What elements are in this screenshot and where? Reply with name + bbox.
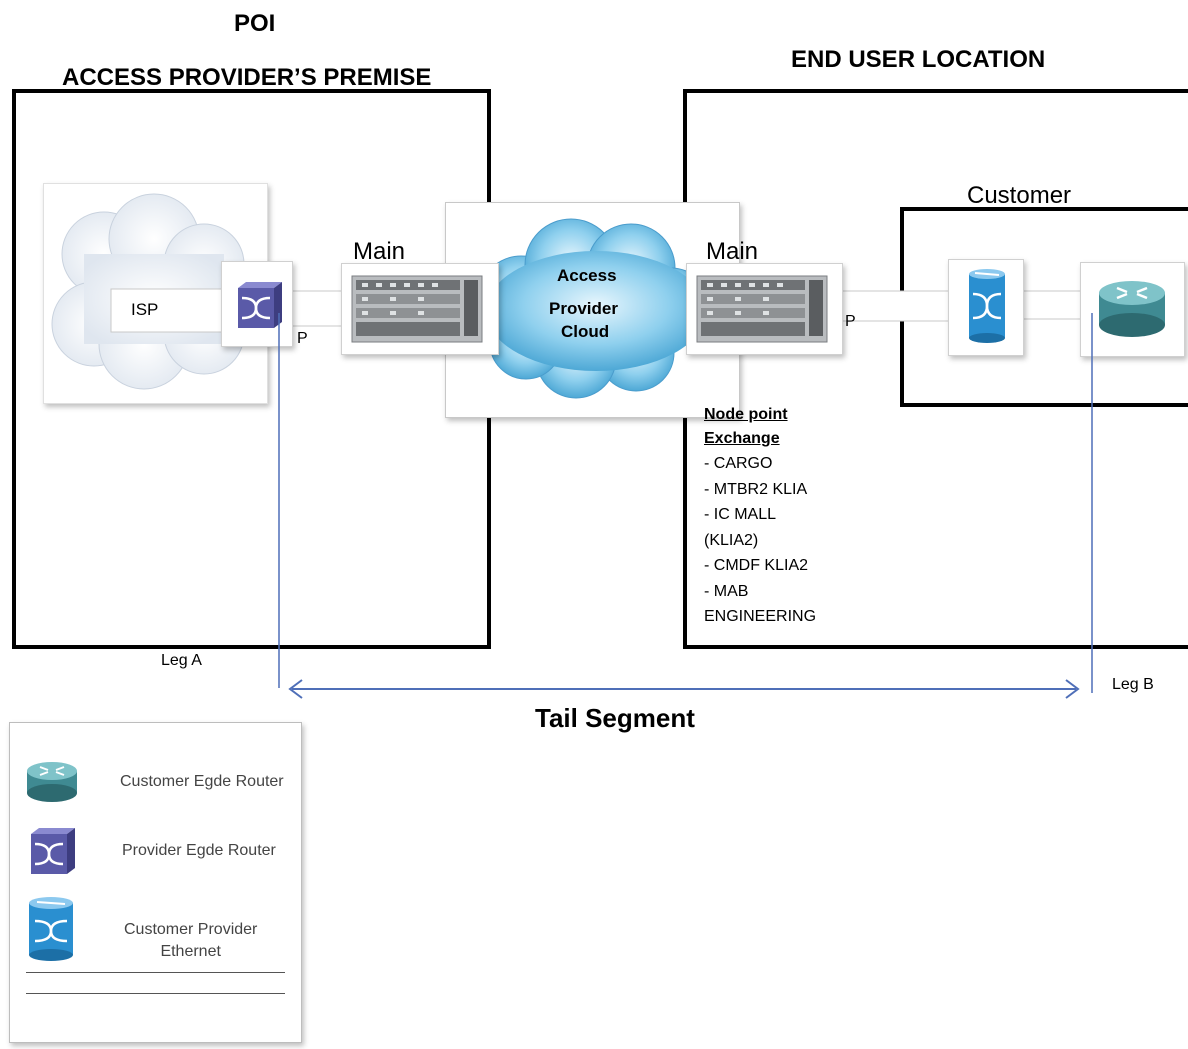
customer-edge-router-icon (27, 762, 77, 802)
exchange-heading: Exchange (704, 429, 780, 447)
node-item: - CARGO (704, 455, 773, 472)
end-user-location-heading: END USER LOCATION (791, 46, 1046, 73)
customer-label: Customer (967, 182, 1072, 209)
legend-label-customer-edge-router: Customer Egde Router (120, 773, 284, 790)
node-item: ENGINEERING (704, 608, 817, 625)
leg-b-label: Leg B (1112, 676, 1154, 693)
node-item: - MAB (704, 582, 749, 600)
node-item: - IC MALL (704, 506, 777, 523)
legend-divider (26, 993, 285, 994)
main-switch-icon (696, 275, 828, 343)
p-label-right: P (845, 313, 856, 330)
provider-edge-router-icon (238, 282, 282, 328)
legend-label-line2: Ethernet (160, 943, 221, 960)
customer-provider-ethernet-icon (29, 897, 73, 961)
tail-segment-label: Tail Segment (535, 703, 695, 733)
customer-provider-ethernet-card (948, 259, 1024, 356)
poi-heading: POI (234, 10, 276, 37)
main-switch-card-left (341, 263, 499, 355)
legend-label-line1: Customer Provider (124, 921, 258, 938)
node-point-heading: Node point (704, 406, 788, 423)
isp-cloud-icon (51, 193, 245, 390)
main-switch-icon (351, 275, 483, 343)
p-label-left: P (297, 330, 308, 347)
main-switch-card-right (686, 263, 843, 355)
access-provider-cloud-icon (478, 218, 712, 399)
legend-divider (26, 972, 285, 973)
node-item: - CMDF KLIA2 (704, 557, 809, 574)
customer-edge-router-card (1080, 262, 1185, 357)
node-item: - MTBR2 KLIA (704, 480, 808, 498)
customer-provider-ethernet-icon (969, 269, 1005, 343)
main-label-right: Main (706, 238, 759, 265)
customer-edge-router-icon (1099, 281, 1165, 337)
cloud-label-line3: Cloud (561, 322, 610, 341)
legend-box: Customer Egde Router Provider Egde Route… (9, 722, 302, 1043)
cloud-label-line2: Provider (549, 299, 618, 318)
main-label-left: Main (353, 238, 406, 265)
leg-a-label: Leg A (161, 652, 202, 669)
node-item: (KLIA2) (704, 531, 759, 549)
cloud-label-line1: Access (557, 266, 617, 285)
node-point-list: Node point Exchange - CARGO - MTBR2 KLIA… (704, 402, 816, 630)
provider-edge-router-card (221, 261, 293, 347)
isp-label: ISP (131, 300, 159, 319)
legend-label-customer-provider-ethernet: Customer Provider Ethernet (124, 919, 257, 963)
access-provider-premise-heading: ACCESS PROVIDER’S PREMISE (62, 64, 432, 91)
provider-edge-router-icon (31, 828, 75, 874)
legend-label-provider-edge-router: Provider Egde Router (122, 842, 276, 859)
access-provider-cloud-card (445, 202, 740, 418)
